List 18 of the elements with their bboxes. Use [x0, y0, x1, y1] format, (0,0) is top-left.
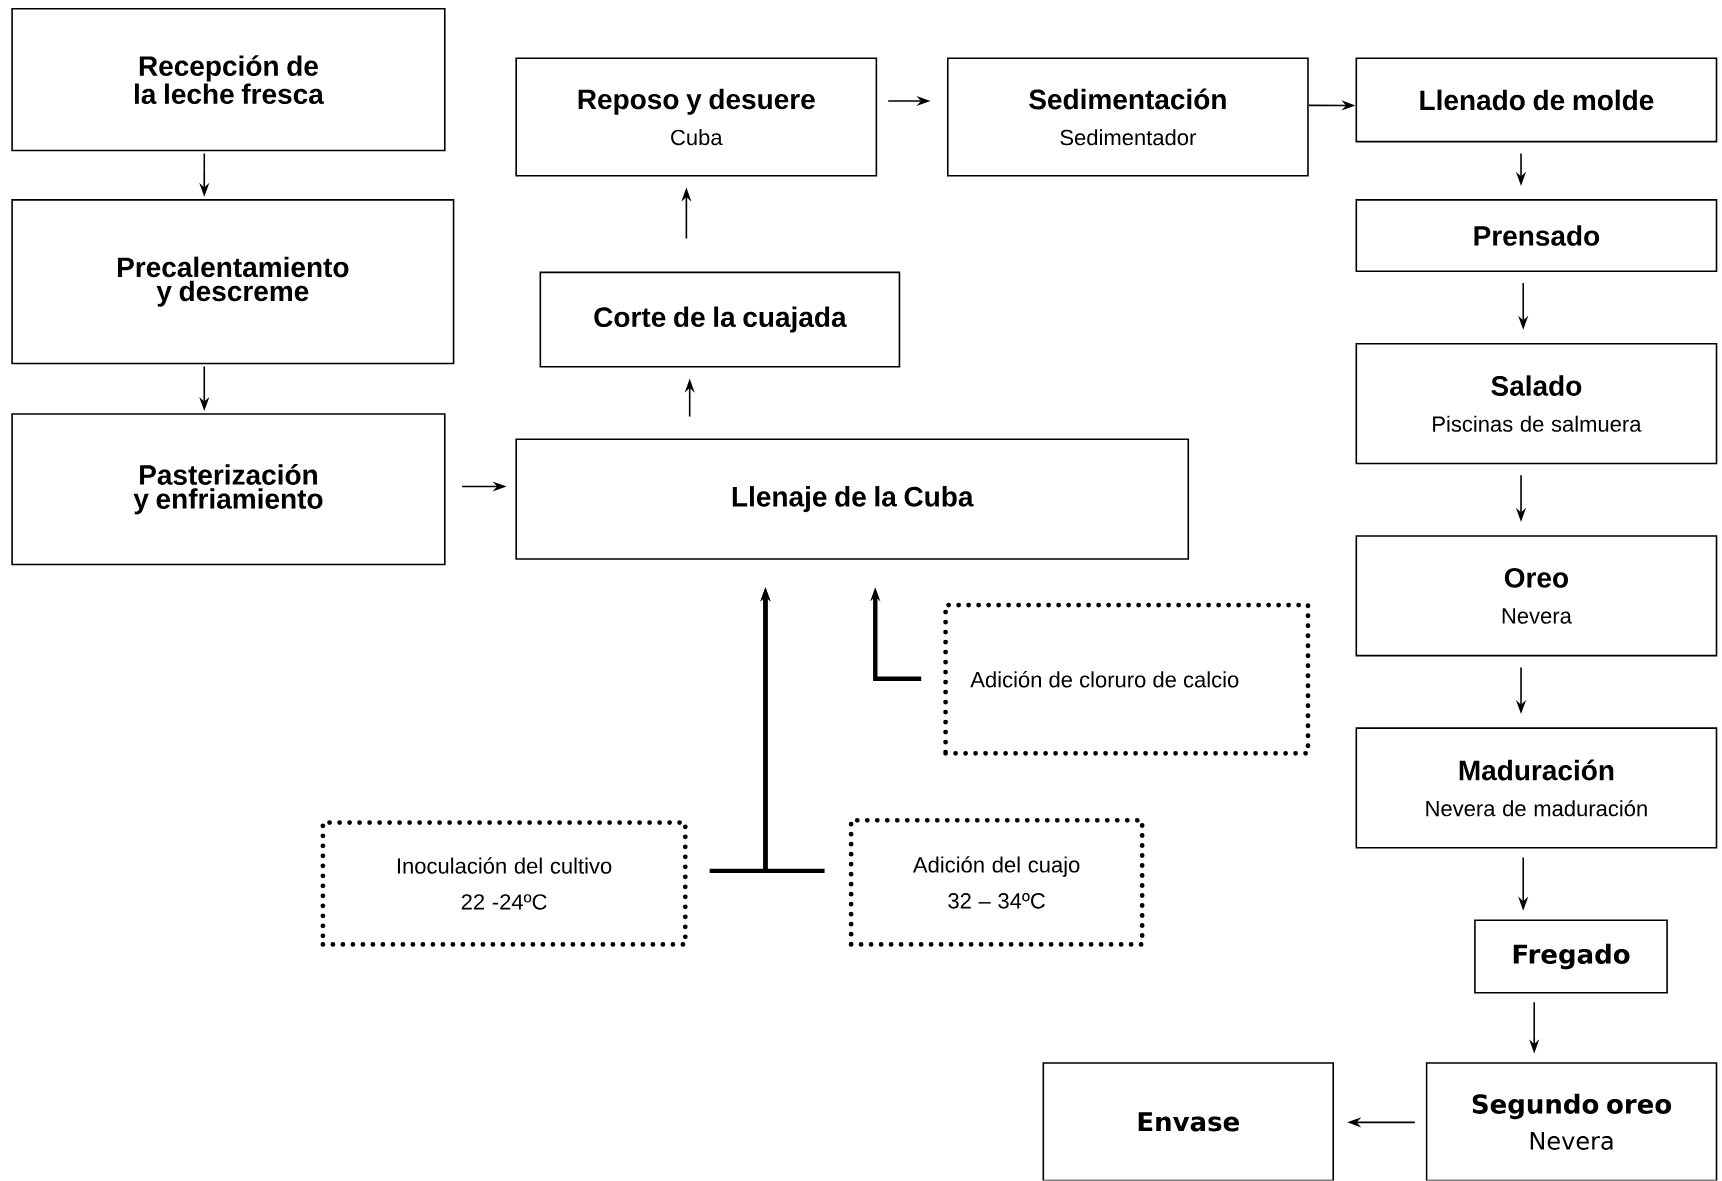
process-box: Fregado — [1474, 919, 1668, 994]
process-box: Reposo y desuere Cuba — [515, 57, 878, 177]
note-box: Adición del cuajo 32 – 34ºC — [848, 818, 1145, 948]
process-box: Recepción de la leche fresca — [11, 8, 446, 152]
process-box: Prensado — [1355, 199, 1718, 273]
process-box: Sedimentación Sedimentador — [946, 57, 1309, 177]
process-box: Maduración Nevera de maduración — [1355, 727, 1718, 849]
process-box: Corte de la cuajada — [539, 271, 901, 368]
process-box: Pasterización y enfriamiento — [11, 413, 446, 566]
process-box: Salado Piscinas de salmuera — [1355, 343, 1718, 465]
process-box: Oreo Nevera — [1355, 535, 1718, 657]
process-box: Segundo oreo Nevera — [1425, 1062, 1718, 1181]
process-box: Envase — [1042, 1062, 1335, 1181]
process-box: Precalentamiento y descreme — [11, 199, 455, 365]
note-box: Inoculación del cultivo 22 -24ºC — [320, 820, 688, 948]
note-box: Adición de cloruro de calcio — [943, 602, 1311, 756]
process-box: Llenado de molde — [1355, 57, 1718, 143]
process-box: Llenaje de la Cuba — [515, 438, 1190, 560]
